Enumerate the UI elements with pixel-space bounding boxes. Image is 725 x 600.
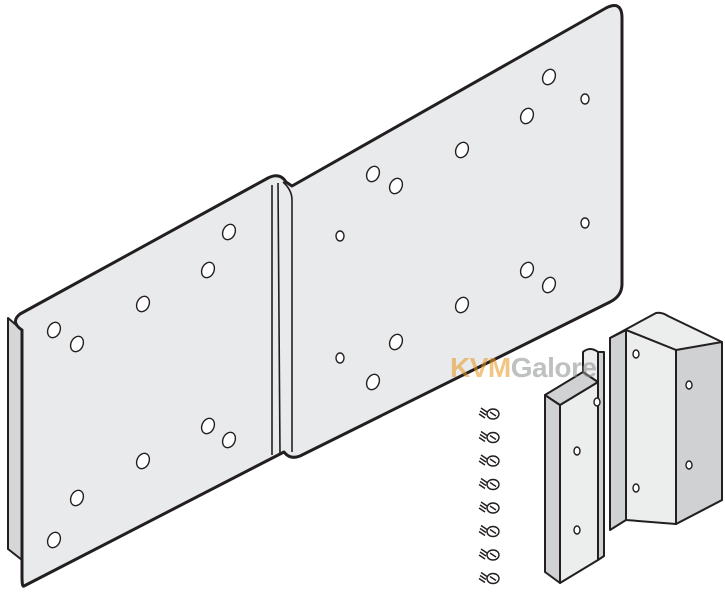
bracket-left [544, 348, 605, 584]
screws [478, 407, 500, 585]
plate-holes [46, 68, 590, 549]
screw [478, 407, 500, 420]
screw [478, 571, 500, 585]
bracket-right [609, 311, 723, 531]
watermark-part1: KVM [450, 352, 511, 383]
screw [478, 548, 500, 561]
mounting-plate [7, 4, 624, 588]
watermark-logo: KVMGalore [450, 352, 597, 384]
screw [478, 454, 500, 467]
watermark-part2: Galore [510, 352, 597, 383]
screw [478, 524, 500, 538]
screw [478, 477, 500, 491]
screw [478, 501, 500, 514]
screw [478, 430, 500, 444]
